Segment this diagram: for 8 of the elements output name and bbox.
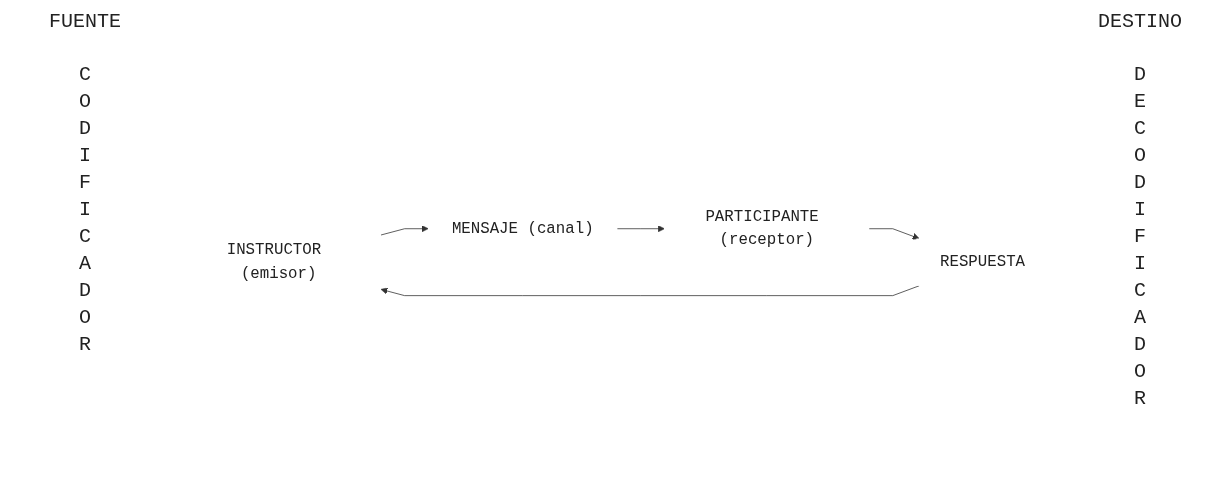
node-text: INSTRUCTOR (emisor) — [226, 240, 322, 283]
node-text: MENSAJE (canal) — [451, 219, 594, 238]
node-text: PARTICIPANTE (receptor) — [705, 207, 819, 250]
heading-label: FUENTE — [49, 10, 121, 33]
heading-label: DESTINO — [1098, 10, 1182, 33]
vertical-label: DECODIFICADOR — [1128, 63, 1152, 414]
vertical-label: CODIFICADOR — [73, 63, 97, 360]
node-text: RESPUESTA — [939, 252, 1026, 271]
